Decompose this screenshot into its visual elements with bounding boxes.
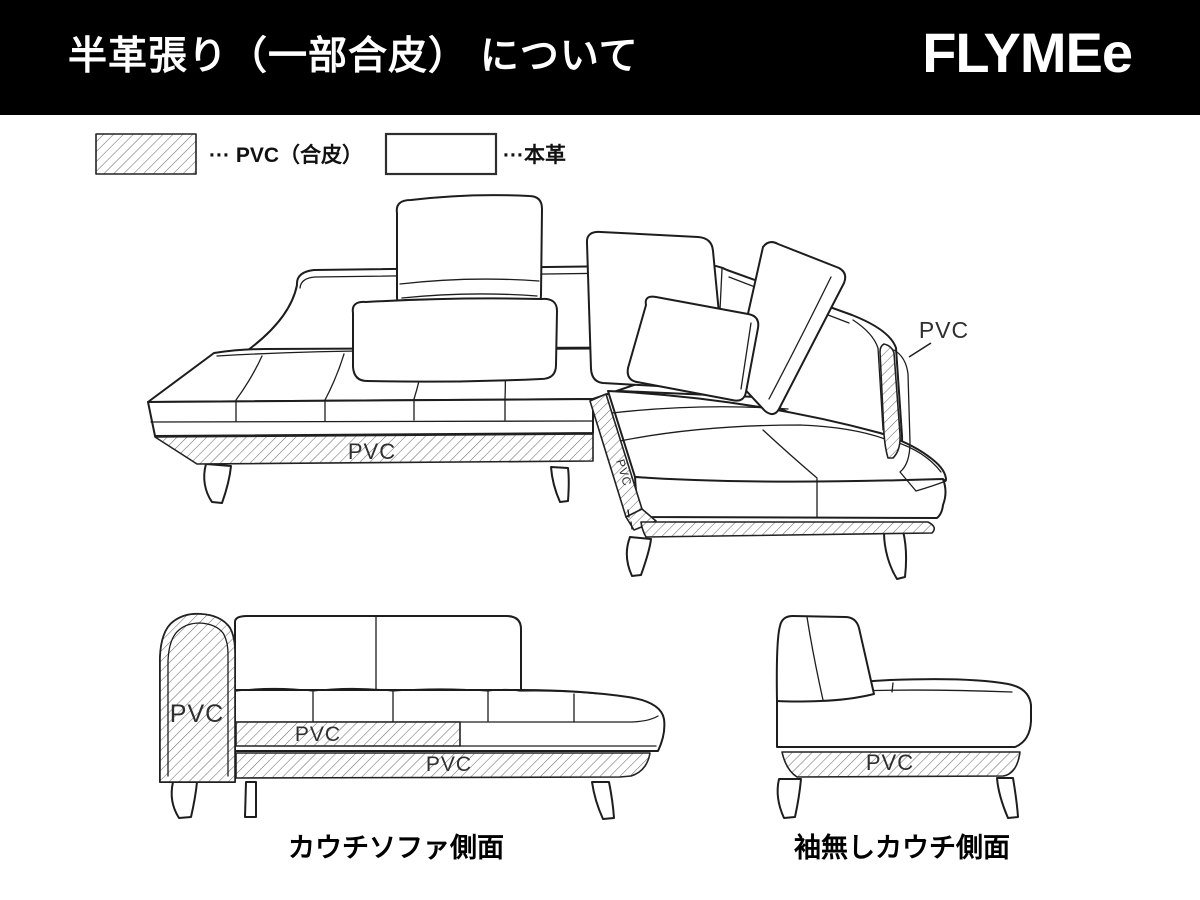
armless-back-seam (806, 616, 824, 701)
couch-base-hatched (235, 752, 651, 779)
leg-4 (883, 530, 908, 580)
couch-leg-3 (591, 781, 615, 820)
legend-pvc-label: ··· PVC（合皮） (209, 143, 363, 167)
pvc-leader-line (908, 342, 932, 358)
dash-mark (630, 521, 633, 530)
illustration-canvas: ··· PVC（合皮） ···本革 (95, 132, 1032, 863)
caption-couch-side: カウチソファ側面 (288, 833, 504, 863)
chaise-seam (762, 429, 818, 479)
armless-leg-1 (776, 778, 802, 819)
brand-logo: FLYMEe (922, 21, 1133, 84)
legend-pvc-swatch (95, 133, 197, 175)
pvc-label-couch-arm: PVC (170, 700, 224, 728)
pillow-fold (401, 293, 538, 299)
dash-mark (627, 509, 630, 518)
backrest-top-seam (299, 271, 698, 289)
front-face-seam (150, 420, 593, 423)
legend: ··· PVC（合皮） ···本革 (95, 132, 566, 176)
seam-line (235, 355, 263, 401)
header-bar: 半革張り（一部合皮） について FLYMEe (0, 0, 1200, 115)
couch-leg-2 (244, 781, 257, 818)
legend-leather-swatch (384, 132, 498, 176)
pillow-piping (740, 322, 752, 390)
couch-mid-band-hatched (235, 721, 461, 747)
pvc-label-main-base: PVC (348, 439, 396, 464)
left-seat-front-face (147, 398, 594, 437)
couch-armrest-hatched (159, 613, 236, 783)
armless-base-hatched (781, 751, 1021, 778)
armless-seam-tick (891, 682, 894, 693)
legend-leather-label: ···本革 (503, 144, 566, 167)
corner-crease (852, 319, 884, 431)
couch-side-view: PVC PVC PVC カウチソファ側面 (159, 612, 666, 863)
armrest-inner-line (167, 622, 229, 777)
leg-3 (625, 536, 652, 577)
armless-backrest (775, 615, 875, 703)
couch-back (234, 615, 522, 691)
page-title: 半革張り（一部合皮） について (68, 34, 639, 78)
caption-armless-side: 袖無しカウチ側面 (794, 833, 1010, 863)
pillow-chaise-3 (626, 295, 760, 402)
pvc-label-couch-mid: PVC (295, 723, 341, 746)
chaise-front-face (634, 476, 947, 519)
pillow-piping (768, 276, 832, 400)
chaise-base-strip-hatched (640, 521, 936, 538)
pillow-tall (395, 194, 543, 311)
armless-side-view: PVC 袖無しカウチ側面 (775, 615, 1032, 863)
couch-leg-1 (170, 781, 198, 819)
pillow-fold (399, 278, 540, 285)
cushion-wave (235, 687, 601, 695)
pvc-label-couch-base: PVC (426, 753, 472, 776)
pvc-label-back-right: PVC (919, 317, 969, 343)
pillow-lumbar (351, 297, 558, 383)
leg-1 (203, 463, 232, 504)
chaise-crease (619, 424, 886, 442)
armless-leg-2 (996, 777, 1019, 819)
pvc-label-armless-base: PVC (866, 750, 914, 775)
leg-2 (550, 466, 570, 503)
back-edge-strip-hatched (879, 343, 901, 459)
cushion-bottom (235, 715, 659, 723)
seam-line (324, 353, 345, 401)
back-outer-silhouette (893, 349, 917, 492)
main-sofa-illustration: PVC PVC PVC (147, 194, 969, 580)
seat-rear-edge (915, 480, 947, 492)
base-strip-hatched (154, 433, 594, 465)
